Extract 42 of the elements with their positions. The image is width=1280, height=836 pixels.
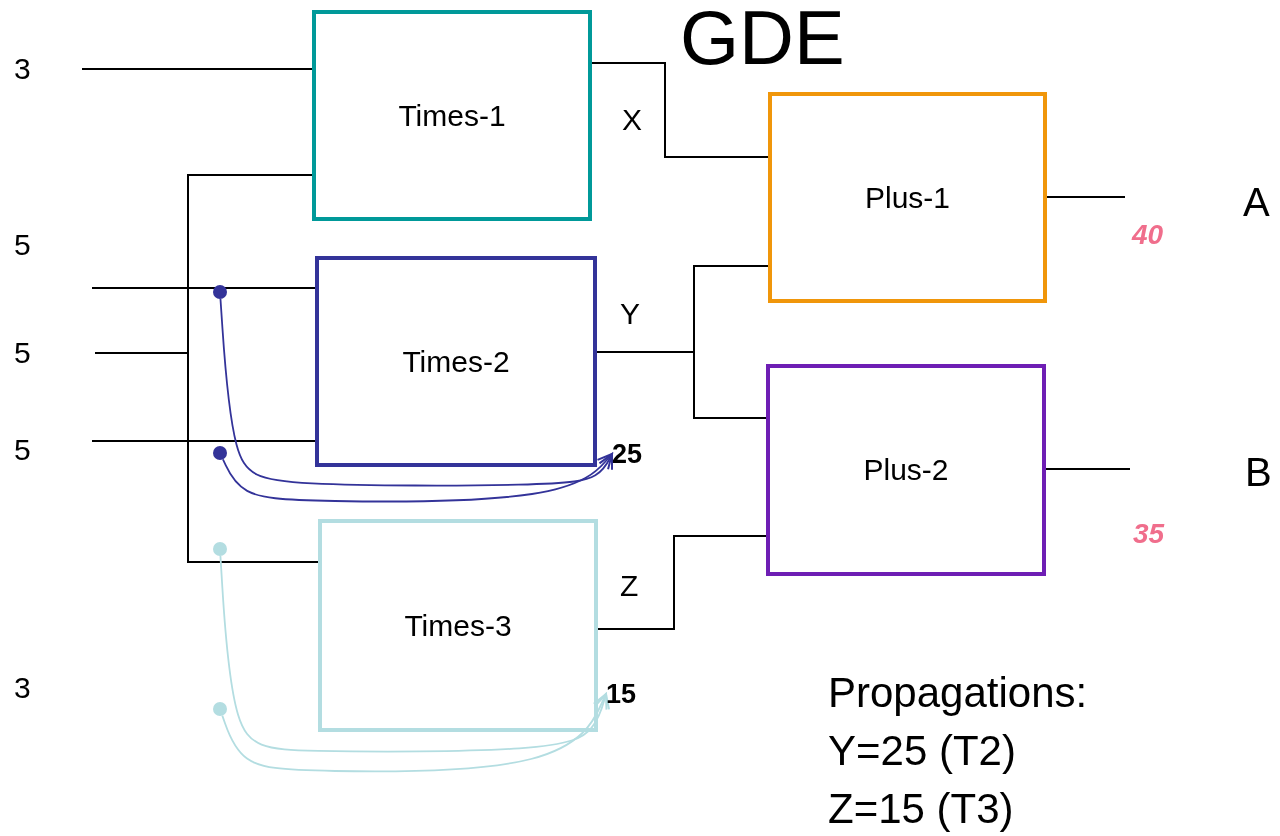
process-box	[768, 92, 1047, 303]
wire	[597, 535, 767, 630]
wire	[81, 68, 313, 70]
box-label: Times-2	[402, 344, 510, 379]
input-value: 3	[14, 52, 31, 86]
wire	[91, 287, 316, 289]
wire	[91, 440, 316, 442]
propagation-arrow	[222, 453, 613, 503]
input-value: 5	[14, 336, 31, 370]
propagation-arrow	[219, 555, 610, 753]
wire	[1045, 468, 1131, 470]
value-label: 40	[1132, 218, 1164, 252]
box-label: Plus-2	[863, 453, 949, 487]
start-dot	[213, 285, 227, 299]
wire	[94, 352, 319, 563]
input-value: 5	[14, 228, 31, 262]
process-box	[766, 364, 1046, 576]
process-box	[312, 10, 592, 221]
input-value: 5	[14, 433, 31, 467]
value-label: 35	[1133, 517, 1165, 551]
note-line: Y=25 (T2)	[828, 726, 1016, 776]
output-label: A	[1243, 179, 1270, 226]
wire	[1046, 196, 1126, 198]
start-dot	[213, 446, 227, 460]
box-label: Times-3	[404, 608, 512, 643]
result-value: 25	[612, 439, 643, 469]
output-label: B	[1245, 449, 1272, 496]
note-heading: Propagations:	[828, 668, 1088, 718]
note-line: Z=15 (T3)	[828, 784, 1014, 834]
wire	[591, 62, 769, 158]
diagram-title: GDE	[680, 0, 845, 80]
box-label: Plus-1	[864, 180, 950, 215]
result-value: 15	[606, 679, 637, 709]
start-dot	[213, 542, 227, 556]
process-box	[315, 256, 597, 467]
propagation-arrow	[221, 693, 608, 773]
input-value: 3	[14, 671, 31, 705]
propagation-arrow	[219, 298, 613, 487]
process-box	[318, 519, 598, 732]
start-dot	[213, 702, 227, 716]
wire	[596, 351, 767, 419]
box-label: Times-1	[398, 98, 506, 133]
